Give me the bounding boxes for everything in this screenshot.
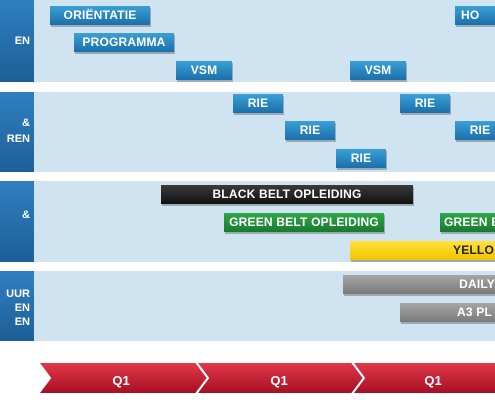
bar-rie-3: RIE — [285, 121, 335, 140]
row-label-2: & REN — [0, 92, 34, 172]
timeline-label-1: Q1 — [112, 373, 130, 388]
row-label-1-text: EN — [14, 35, 30, 47]
bar-black-belt: BLACK BELT OPLEIDING — [161, 185, 413, 204]
bar-daily: DAILY — [343, 275, 495, 294]
row-label-2-line2: REN — [6, 133, 30, 145]
row-label-1: EN — [0, 0, 34, 82]
bar-programma: PROGRAMMA — [74, 33, 174, 52]
row-label-3: & — [0, 181, 34, 262]
bar-green-belt: GREEN BELT OPLEIDING — [224, 213, 384, 232]
row-label-3-text: & — [22, 209, 30, 221]
timeline-label-3: Q1 — [424, 373, 442, 388]
bar-yellow-belt: YELLO — [350, 241, 495, 260]
row-label-4-line1: UUR — [6, 288, 30, 300]
row-label-4-line3: EN — [14, 316, 30, 328]
row-label-2-line1: & — [22, 117, 30, 129]
bar-rie-1: RIE — [233, 94, 283, 113]
bar-rie-2: RIE — [400, 94, 450, 113]
bar-rie-4: RIE — [455, 121, 495, 140]
timeline-label-2: Q1 — [270, 373, 288, 388]
timeline-arrows — [36, 361, 495, 395]
bar-vsm-1: VSM — [176, 61, 232, 80]
bar-orientatie: ORIËNTATIE — [50, 6, 150, 25]
timeline-arrow-3 — [350, 361, 495, 395]
bar-vsm-2: VSM — [350, 61, 406, 80]
row-label-4: UUR EN EN — [0, 271, 34, 341]
bar-green-belt-2: GREEN B — [440, 213, 495, 232]
bar-rie-5: RIE — [336, 149, 386, 168]
row-label-4-line2: EN — [14, 302, 30, 314]
bar-a3: A3 PL — [400, 303, 495, 322]
bar-ho: HO — [455, 6, 495, 25]
